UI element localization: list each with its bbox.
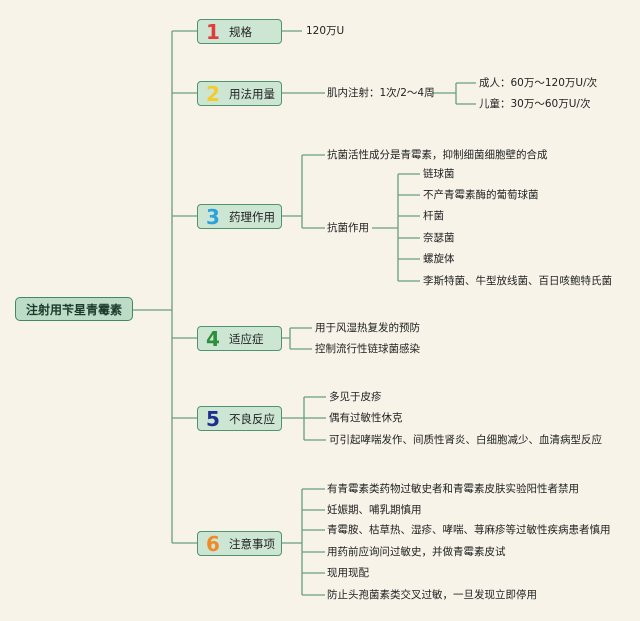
branch-1-label: 规格 — [229, 24, 252, 39]
connector-2-sub — [432, 82, 476, 105]
precaution-item: 现用现配 — [327, 567, 369, 579]
adult-dose: 成人：60万～120万U/次 — [479, 77, 598, 89]
connector-4 — [282, 327, 312, 350]
antibacterial-effect: 抗菌作用 — [327, 222, 369, 234]
connector-6 — [282, 488, 325, 596]
branch-4-indications: 4 适应症 — [197, 326, 282, 351]
connector-3-sub — [372, 173, 420, 282]
branch-2-label: 用法用量 — [229, 86, 275, 101]
bacteria-item: 杆菌 — [423, 210, 444, 222]
branch-6-number: 6 — [206, 531, 220, 556]
root-title: 注射用苄星青霉素 — [25, 302, 122, 317]
precaution-item: 用药前应询问过敏史，并做青霉素皮试 — [327, 546, 506, 558]
precaution-item: 青霉胺、枯草热、湿疹、哮喘、荨麻疹等过敏性疾病患者慎用 — [327, 524, 611, 536]
branch-4-label: 适应症 — [229, 331, 264, 346]
adverse-item: 偶有过敏性休克 — [329, 412, 403, 424]
bacteria-item: 奈瑟菌 — [423, 232, 455, 244]
branch-5-adverse-reactions: 5 不良反应 — [197, 406, 282, 431]
bacteria-item: 李斯特菌、牛型放线菌、百日咳鲍特氏菌 — [423, 275, 612, 287]
branch-3-pharmacology: 3 药理作用 — [197, 204, 282, 229]
branch-connectors — [172, 30, 197, 544]
adverse-item: 多见于皮疹 — [329, 391, 382, 403]
branch-2-usage-dosage: 2 用法用量 — [197, 81, 282, 106]
branch-6-label: 注意事项 — [229, 536, 275, 551]
pharmacology-item: 抗菌活性成分是青霉素，抑制细菌细胞壁的合成 — [327, 149, 548, 161]
child-dose: 儿童：30万～60万U/次 — [479, 98, 591, 110]
indication-item: 控制流行性链球菌感染 — [315, 343, 420, 355]
usage-text: 肌内注射：1次/2～4周 — [327, 87, 435, 99]
bacteria-item: 不产青霉素酶的葡萄球菌 — [423, 189, 539, 201]
branch-4-number: 4 — [206, 326, 220, 351]
precaution-item: 防止头孢菌素类交叉过敏，一旦发现立即停用 — [327, 589, 537, 601]
branch-1-specification: 1 规格 — [197, 19, 282, 44]
branch-1-number: 1 — [206, 19, 220, 44]
adverse-item: 可引起哮喘发作、间质性肾炎、白细胞减少、血清病型反应 — [329, 434, 602, 446]
branch-5-number: 5 — [206, 406, 220, 431]
precaution-item: 妊娠期、哺乳期慎用 — [327, 504, 422, 516]
bacteria-item: 螺旋体 — [423, 253, 455, 265]
branch-2-number: 2 — [206, 81, 220, 106]
bacteria-item: 链球菌 — [423, 168, 455, 180]
branch-3-number: 3 — [206, 204, 220, 229]
indication-item: 用于风湿热复发的预防 — [315, 322, 420, 334]
precaution-item: 有青霉素类药物过敏史者和青霉素皮肤实验阳性者禁用 — [327, 483, 579, 495]
connector-5 — [282, 396, 326, 441]
root-topic: 注射用苄星青霉素 — [15, 297, 133, 321]
connector-3 — [282, 154, 325, 229]
branch-6-precautions: 6 注意事项 — [197, 531, 282, 556]
branch-5-label: 不良反应 — [229, 411, 275, 426]
spec-item: 120万U — [306, 25, 345, 37]
branch-3-label: 药理作用 — [229, 209, 275, 224]
